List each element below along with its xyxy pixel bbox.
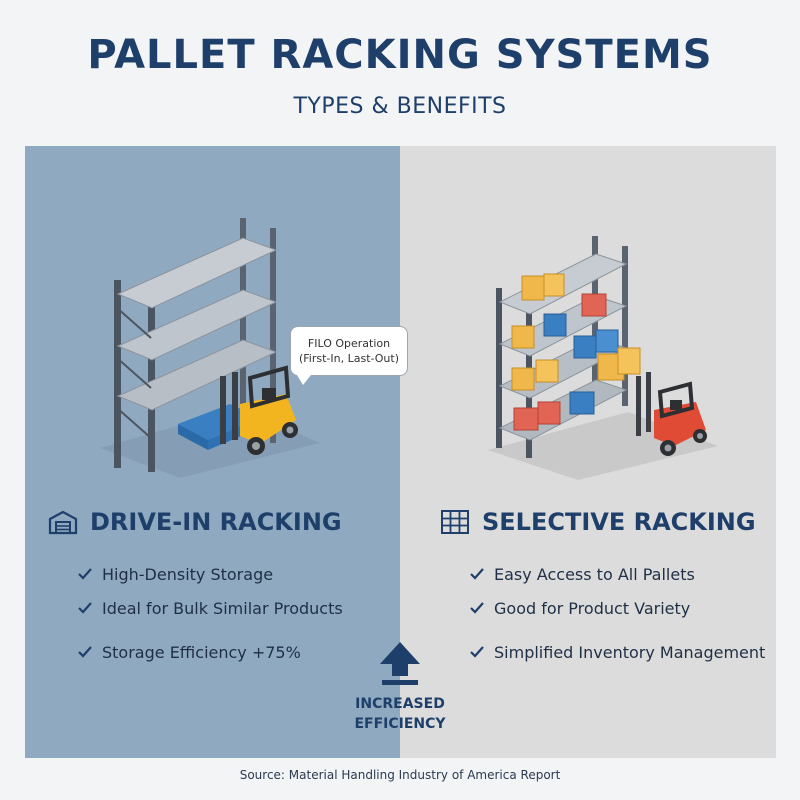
shelving-grid-icon [441,510,469,534]
selective-benefits: Easy Access to All Pallets Good for Prod… [468,562,765,664]
selective-heading-label: SELECTIVE RACKING [482,508,756,536]
filo-callout: FILO Operation (First-In, Last-Out) [290,326,408,385]
benefit-label: Ideal for Bulk Similar Products [102,598,343,618]
list-item: Storage Efficiency +75% [76,640,343,664]
drive-in-heading: DRIVE-IN RACKING [48,508,342,536]
list-item: Simplified Inventory Management [468,640,765,664]
checkmark-icon [470,646,484,658]
benefit-label: Good for Product Variety [494,598,691,618]
efficiency-line-2: EFFICIENCY [354,716,446,732]
up-arrow-icon [380,642,420,685]
efficiency-label: INCREASED EFFICIENCY [340,694,460,734]
checkmark-icon [470,568,484,580]
list-item: Ideal for Bulk Similar Products [76,596,343,620]
checkmark-icon [78,568,92,580]
drive-in-rack-illustration [100,218,320,478]
page-title: PALLET RACKING SYSTEMS [87,32,713,78]
efficiency-line-1: INCREASED [355,696,445,712]
list-item: Easy Access to All Pallets [468,562,765,586]
list-item: Good for Product Variety [468,596,765,620]
list-item: High-Density Storage [76,562,343,586]
checkmark-icon [78,602,92,614]
benefit-label: Simplified Inventory Management [494,642,766,662]
callout-line-1: FILO Operation [307,337,391,350]
selective-rack-illustration [488,236,718,480]
checkmark-icon [78,646,92,658]
checkmark-icon [470,602,484,614]
warehouse-icon [48,510,78,535]
drive-in-benefits: High-Density Storage Ideal for Bulk Simi… [76,562,343,664]
callout-line-2: (First-In, Last-Out) [298,352,400,365]
benefit-label: Easy Access to All Pallets [494,564,695,584]
drive-in-heading-label: DRIVE-IN RACKING [90,508,342,536]
benefit-label: High-Density Storage [102,564,274,584]
page-subtitle: TYPES & BENEFITS [293,94,507,119]
source-note: Source: Material Handling Industry of Am… [239,768,561,782]
benefit-label: Storage Efficiency +75% [102,642,301,662]
selective-heading: SELECTIVE RACKING [440,508,756,536]
